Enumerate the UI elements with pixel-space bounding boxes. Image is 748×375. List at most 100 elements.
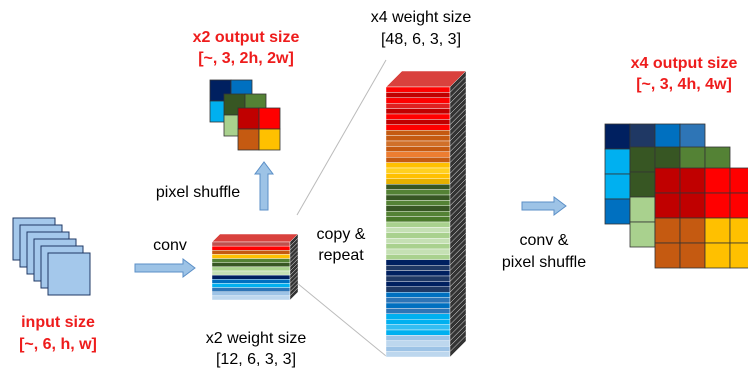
x4-weight-stack-layer — [385, 237, 451, 244]
x2-weight-stack-layer — [211, 250, 291, 255]
copy-repeat-label-line1: copy & — [317, 226, 366, 243]
x4-weight-stack-layer — [385, 216, 451, 223]
x4-weight-stack-layer — [385, 124, 451, 131]
x4-output-red-cell — [704, 167, 731, 194]
x2-weight-stack-layer — [211, 262, 291, 268]
x4-weight-stack-layer — [385, 189, 451, 196]
x4-output-blue-cell — [629, 123, 656, 150]
x4-weight-stack-layer — [385, 292, 451, 298]
x4-output-red-cell — [729, 192, 748, 219]
x4-weight-stack-layer — [385, 308, 451, 314]
x2-weight-stack-layer-side — [289, 287, 299, 301]
x4-weight-stack-layer — [385, 340, 451, 347]
x4-weight-stack-layer — [385, 119, 451, 126]
x2-weight-stack-layer — [211, 279, 291, 284]
conv-pixel-shuffle-label-line2: pixel shuffle — [502, 254, 586, 271]
pixel-shuffle-label: pixel shuffle — [156, 184, 240, 201]
x4-weight-stack-layer — [385, 156, 451, 163]
copy-repeat-label-line2: repeat — [318, 247, 364, 264]
x4-weight-stack-layer — [385, 194, 451, 201]
x4-weight-stack-layer — [385, 151, 451, 158]
x4-weight-stack-layer-side — [449, 335, 467, 358]
x4-weight-stack-layer — [385, 129, 451, 136]
x4-output-green-cell — [629, 196, 656, 223]
x4-weight-stack-layer — [385, 319, 451, 325]
x4-weight-stack-layer — [385, 248, 451, 255]
x4-output-red-cell — [704, 192, 731, 219]
x4-weight-stack-layer — [385, 243, 451, 250]
x4-output-blue-cell — [654, 123, 681, 150]
x2-weight-stack-layer — [211, 287, 291, 292]
x2-weight-stack-layer — [211, 295, 291, 301]
x4-output-green-cell — [629, 146, 656, 173]
x4-weight-stack-layer — [385, 108, 451, 115]
x2-weight-stack-layer — [211, 283, 291, 288]
x4-weight-stack-layer — [385, 200, 451, 206]
x4-weight-stack-layer — [385, 270, 451, 277]
x4-output-red-cell — [679, 167, 706, 194]
x2-weight-stack-layer — [211, 241, 291, 247]
x4-weight-stack-layer — [385, 92, 451, 99]
x2-output-red-cell — [258, 107, 281, 130]
x4-output-green-cell — [629, 171, 656, 198]
x2-output-red-cell — [258, 128, 281, 151]
x2-weight-stack-layer — [211, 266, 291, 272]
x4-weight-stack-layer — [385, 113, 451, 120]
input-size-title: input size — [21, 314, 95, 331]
x4-weight-stack-layer — [385, 313, 451, 320]
x4-weight-stack-layer — [385, 351, 451, 358]
x4-weight-stack-layer — [385, 259, 451, 266]
x4-weight-stack-layer — [385, 275, 451, 282]
x4-weight-stack-layer — [385, 178, 451, 185]
x4-output-title: x4 output size — [631, 55, 738, 72]
x4-weight-stack-layer — [385, 335, 451, 341]
x4-output-green-cell — [629, 221, 656, 248]
x4-output-blue-cell — [604, 198, 631, 225]
x2-weight-stack-layer — [211, 258, 291, 263]
pixel-shuffle-arrow — [254, 161, 274, 211]
x4-weight-stack-layer — [385, 135, 451, 142]
input-channel-square — [47, 252, 91, 296]
x4-weight-stack-layer — [385, 227, 451, 233]
x4-output-blue-cell — [604, 123, 631, 150]
x4-weight-stack-layer — [385, 173, 451, 179]
x4-weight-stack-layer — [385, 302, 451, 309]
x2-weight-shape: [12, 6, 3, 3] — [216, 351, 296, 368]
x4-output-red-cell — [729, 242, 748, 269]
x4-weight-stack-layer — [385, 254, 451, 260]
x4-weight-stack-layer — [385, 324, 451, 331]
x4-weight-title: x4 weight size — [371, 9, 472, 26]
x4-output-red-cell — [654, 217, 681, 244]
x4-output-red-cell — [654, 242, 681, 269]
x4-output-red-cell — [729, 167, 748, 194]
x4-output-red-cell — [679, 217, 706, 244]
x4-output-red-cell — [729, 217, 748, 244]
conv-label: conv — [153, 237, 187, 254]
x2-weight-stack-layer — [211, 270, 291, 276]
x4-weight-stack-layer — [385, 86, 451, 93]
x4-output-shape: [~, 3, 4h, 4w] — [636, 76, 732, 93]
x4-weight-stack-layer — [385, 210, 451, 217]
x4-weight-stack-layer — [385, 232, 451, 239]
x2-weight-stack-layer — [211, 254, 291, 259]
x2-output-shape: [~, 3, 2h, 2w] — [198, 50, 294, 67]
x4-output-blue-cell — [604, 173, 631, 200]
connector-line-bottom — [296, 282, 387, 357]
x4-output-blue-cell — [604, 148, 631, 175]
conv-arrow — [134, 258, 196, 278]
x4-weight-stack-layer — [385, 97, 451, 104]
x2-weight-stack-top-face — [211, 233, 299, 243]
input-size-shape: [~, 6, h, w] — [19, 336, 97, 353]
x4-weight-stack-layer — [385, 102, 451, 109]
x2-output-red-cell — [237, 128, 260, 151]
x4-output-red-cell — [679, 192, 706, 219]
x4-output-red-cell — [679, 242, 706, 269]
x4-weight-stack-layer — [385, 297, 451, 304]
x4-weight-stack-layer — [385, 183, 451, 190]
x2-output-title: x2 output size — [193, 29, 300, 46]
x4-output-red-cell — [704, 242, 731, 269]
x4-weight-shape: [48, 6, 3, 3] — [381, 31, 461, 48]
x4-weight-stack-layer — [385, 162, 451, 169]
x4-weight-stack-layer — [385, 167, 451, 174]
